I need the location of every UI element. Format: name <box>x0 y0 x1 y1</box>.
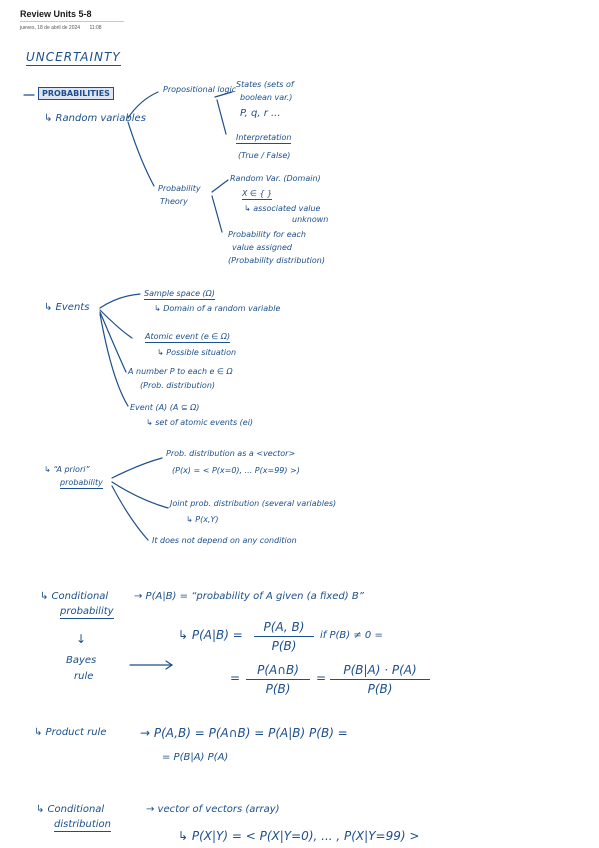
probabilities-box: PROBABILITIES <box>38 87 114 100</box>
eq2-numerator: P(A∩B) <box>257 663 299 677</box>
a-priori: ↳ “A priori” <box>44 465 90 474</box>
pxy-vector: ↳ P(X|Y) = < P(X|Y=0), ... , P(X|Y=99) > <box>178 829 420 843</box>
conditional-heading-cont: probability <box>60 606 114 619</box>
number-p: A number P to each e ∈ Ω <box>128 367 233 376</box>
px-vector: (P(x) = < P(x=0), ... P(x=99) >) <box>172 466 300 475</box>
page-time: 11:08 <box>89 25 102 31</box>
states-cont: boolean var.) <box>240 93 293 102</box>
p-a-given-b: → P(A|B) = “probability of A given (a fi… <box>134 591 364 602</box>
title-underline <box>20 21 124 22</box>
arrow-head <box>165 660 174 670</box>
product-equation: → P(A,B) = P(A∩B) = P(A|B) P(B) = <box>140 726 348 740</box>
prob-distribution: (Probability distribution) <box>228 256 325 265</box>
pab-numerator: P(A, B) <box>263 620 305 634</box>
branch-line <box>111 457 163 479</box>
set-atomic-events: ↳ set of atomic events (ei) <box>146 418 254 427</box>
joint-prob: Joint prob. distribution (several variab… <box>170 499 337 508</box>
eq2-fraction: P(A∩B) P(B) <box>246 663 310 696</box>
unknown: unknown <box>292 215 329 224</box>
branch-line <box>127 121 155 187</box>
interpretation: Interpretation <box>236 133 292 144</box>
possible-situation: ↳ Possible situation <box>157 348 237 357</box>
branch-line <box>216 99 227 135</box>
pxy: ↳ P(x,Y) <box>186 515 219 524</box>
bayes-rule: Bayes <box>66 655 97 666</box>
branch-line <box>99 309 133 339</box>
propositional-logic: Propositional logic <box>163 85 237 94</box>
branch-line <box>99 313 129 407</box>
branch-line <box>99 293 141 309</box>
conditional-heading: ↳ Conditional <box>40 591 109 602</box>
events: ↳ Events <box>44 302 90 313</box>
x-in-set: X ∈ { } <box>242 189 273 200</box>
branch-line <box>111 485 149 541</box>
domain-random-var: ↳ Domain of a random variable <box>154 304 281 313</box>
probability-theory-cont: Theory <box>160 197 188 206</box>
random-variables: ↳ Random variables <box>44 113 146 124</box>
branch-line <box>211 195 223 233</box>
branch-line <box>111 481 169 509</box>
associated-value: ↳ associated value <box>244 204 321 213</box>
eq2-mid-equals: = <box>316 671 327 685</box>
value-assigned: value assigned <box>232 243 293 252</box>
pab-lhs: ↳ P(A|B) = <box>178 628 243 642</box>
bayes-rule-cont: rule <box>74 671 94 682</box>
conditional-distribution-cont: distribution <box>54 819 111 832</box>
states: States (sets of <box>236 80 294 89</box>
prob-dist-vector: Prob. distribution as a <vector> <box>166 449 296 458</box>
a-priori-cont: probability <box>60 478 103 489</box>
branch-line <box>127 91 159 119</box>
atomic-event: Atomic event (e ∈ Ω) <box>145 332 231 343</box>
event-definition: Event (A) (A ⊆ Ω) <box>130 403 200 412</box>
sample-space: Sample space (Ω) <box>144 289 215 300</box>
eq3-numerator: P(B|A) · P(A) <box>343 663 417 677</box>
eq2-equals: = <box>230 671 241 685</box>
pab-denominator: P(B) <box>271 639 297 653</box>
vector-of-vectors: → vector of vectors (array) <box>146 804 280 815</box>
down-arrow: ↓ <box>76 632 87 646</box>
pqr: P, q, r ... <box>240 108 281 119</box>
eq2-denominator: P(B) <box>265 682 291 696</box>
true-false: (True / False) <box>238 151 291 160</box>
pab-condition: if P(B) ≠ 0 = <box>320 630 383 641</box>
page-timestamp: jueves, 18 de abril de 2024 11:08 <box>20 25 110 31</box>
section-heading: UNCERTAINTY <box>26 50 121 66</box>
branch-line <box>214 91 233 98</box>
pab-fraction: P(A, B) P(B) <box>254 620 314 653</box>
product-rule: ↳ Product rule <box>34 727 107 738</box>
eq3-denominator: P(B) <box>367 682 393 696</box>
conditional-distribution: ↳ Conditional <box>36 804 105 815</box>
no-condition: It does not depend on any condition <box>152 536 297 545</box>
prob-each-value: Probability for each <box>228 230 306 239</box>
branch-line <box>211 179 229 193</box>
product-equation-cont: = P(B|A) P(A) <box>162 752 229 763</box>
probability-theory: Probability <box>158 184 201 193</box>
branch-line <box>99 311 127 373</box>
random-var-domain: Random Var. (Domain) <box>230 174 321 183</box>
page-title: Review Units 5-8 <box>20 9 92 19</box>
prob-distribution-2: (Prob. distribution) <box>140 381 216 390</box>
page-date: jueves, 18 de abril de 2024 <box>20 25 81 31</box>
eq3-fraction: P(B|A) · P(A) P(B) <box>330 663 430 696</box>
